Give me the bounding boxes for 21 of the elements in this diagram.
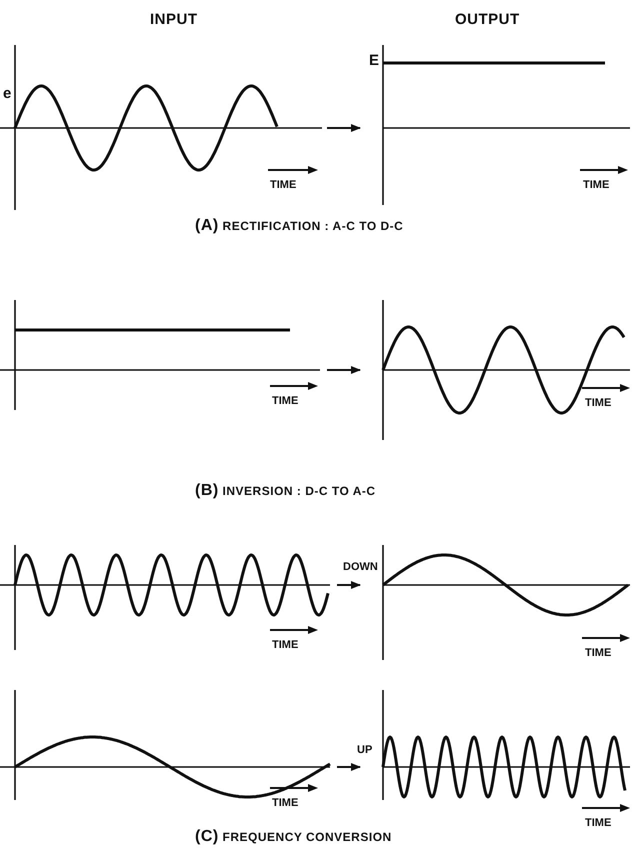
time-axis-label: TIME xyxy=(585,648,612,659)
column-heading: INPUT xyxy=(150,12,198,27)
caption: (A) RECTIFICATION : A-C TO D-C xyxy=(195,218,404,234)
arrow xyxy=(337,581,361,589)
axis-label: E xyxy=(369,53,380,68)
edge-label: DOWN xyxy=(343,562,378,573)
arrow xyxy=(337,763,361,771)
time-axis-label: TIME xyxy=(585,818,612,829)
caption: (B) INVERSION : D-C TO A-C xyxy=(195,483,376,499)
time-axis-label: TIME xyxy=(272,798,298,809)
edge-label: UP xyxy=(357,745,372,756)
caption: (C) FREQUENCY CONVERSION xyxy=(195,829,392,845)
time-axis-label: TIME xyxy=(272,396,298,407)
time-axis-label: TIME xyxy=(585,398,612,409)
time-axis-label: TIME xyxy=(272,640,298,651)
arrow xyxy=(327,124,361,132)
axis-label: e xyxy=(3,86,12,101)
time-axis-label: TIME xyxy=(270,180,296,191)
time-axis-label: TIME xyxy=(583,180,610,191)
arrow xyxy=(327,366,361,374)
column-heading: OUTPUT xyxy=(455,12,520,27)
